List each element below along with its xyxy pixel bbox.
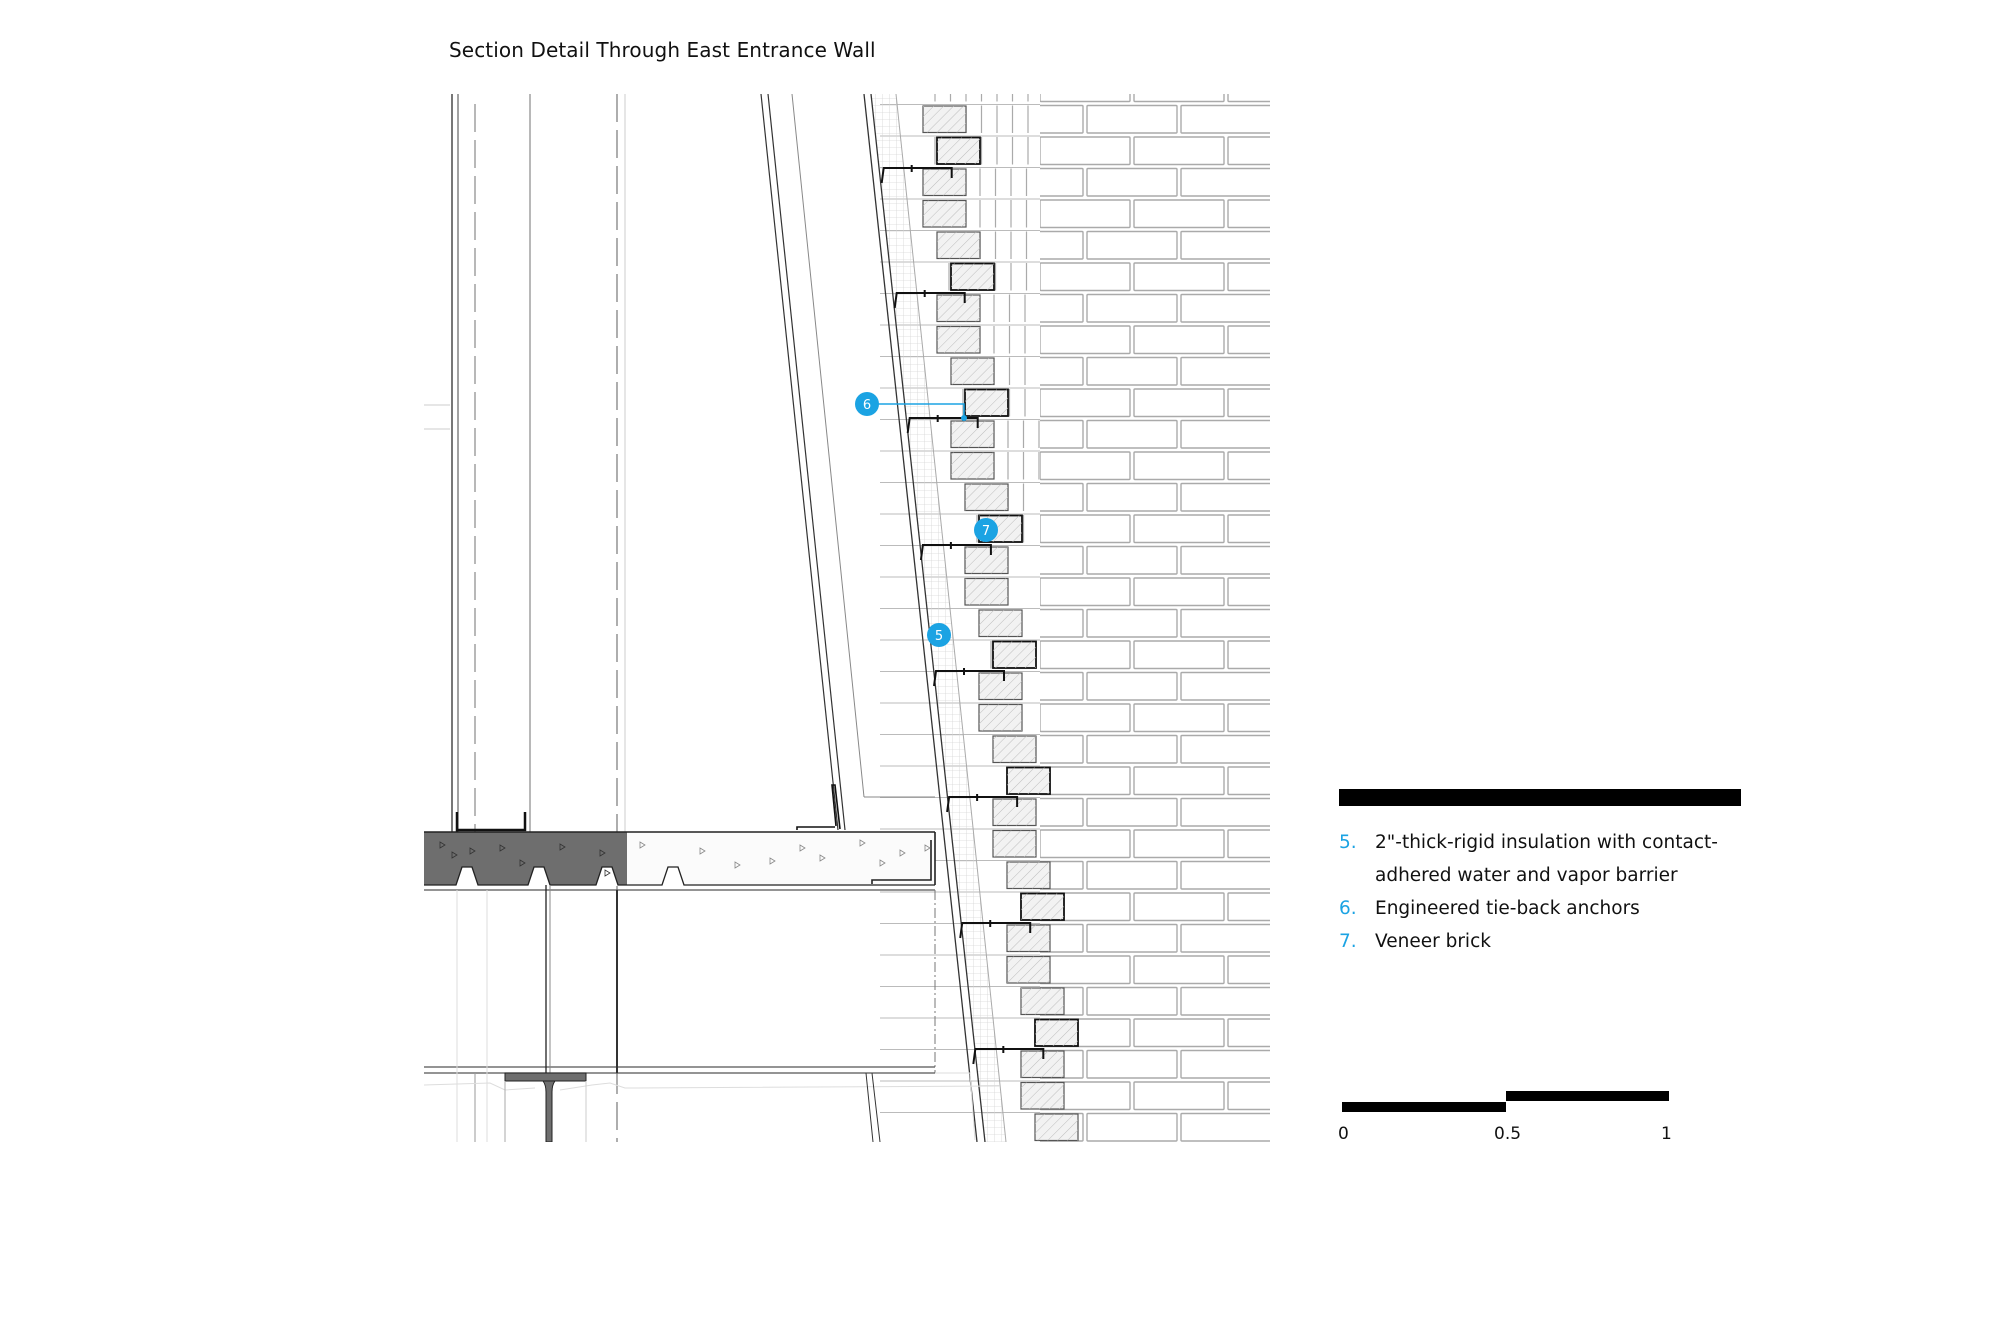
legend-text: Engineered tie-back anchors <box>1375 898 1640 919</box>
callout-7: 7 <box>974 518 998 542</box>
legend-item-6: 6. Engineered tie-back anchors <box>1339 892 1759 925</box>
legend-number: 6. <box>1339 898 1357 919</box>
concrete-slab <box>424 831 936 886</box>
rigid-insulation <box>871 94 1006 1142</box>
veneer-brick-section <box>922 105 1079 1142</box>
scale-label-0: 0 <box>1338 1124 1349 1144</box>
legend-text: 2"-thick-rigid insulation with contact-a… <box>1375 832 1718 886</box>
scale-label-0-5: 0.5 <box>1494 1124 1522 1144</box>
legend-item-7: 7. Veneer brick <box>1339 925 1759 958</box>
legend-number: 5. <box>1339 832 1357 853</box>
svg-text:5: 5 <box>935 629 943 644</box>
callout-6: 6 <box>855 392 879 416</box>
scale-label-1: 1 <box>1661 1124 1672 1144</box>
tie-back-anchors <box>880 165 1045 1065</box>
drawing-body <box>424 94 1270 1142</box>
drawing-title: Section Detail Through East Entrance Wal… <box>449 38 876 62</box>
concrete-aggregate <box>439 839 931 877</box>
scale-bar <box>1342 1091 1669 1112</box>
svg-text:7: 7 <box>982 524 990 539</box>
callout-markers: 6 7 5 <box>855 392 998 647</box>
steel-beam-flange <box>504 1072 587 1082</box>
legend-item-5: 5. 2"-thick-rigid insulation with contac… <box>1339 826 1759 892</box>
svg-text:6: 6 <box>863 398 871 413</box>
callout-5: 5 <box>927 623 951 647</box>
legend-text: Veneer brick <box>1375 931 1491 952</box>
legend-header-bar <box>1339 789 1741 806</box>
legend: 5. 2"-thick-rigid insulation with contac… <box>1339 826 1759 958</box>
legend-number: 7. <box>1339 931 1357 952</box>
